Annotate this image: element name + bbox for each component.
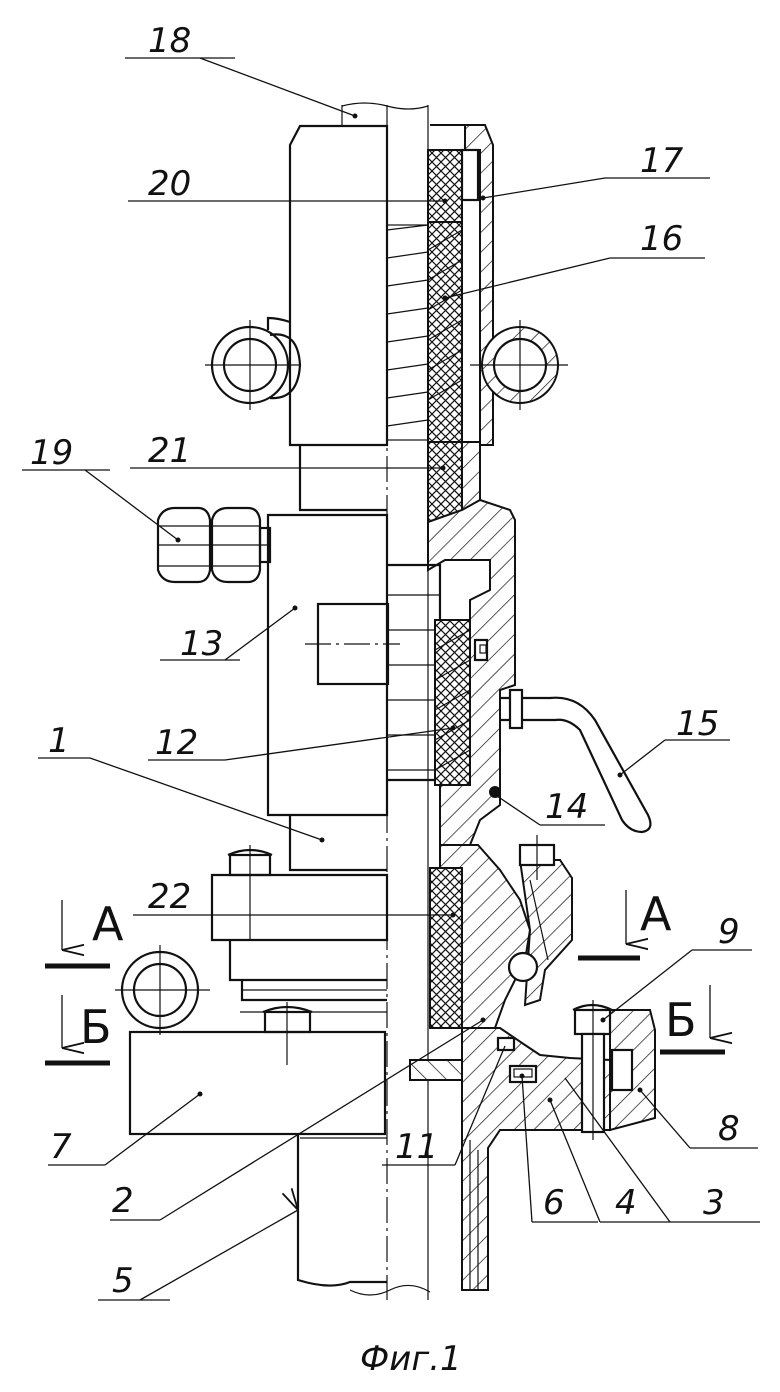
fitting-19 (156, 506, 272, 584)
rod-break-top (341, 102, 429, 110)
neck-1 (288, 815, 387, 872)
figure-caption: Фиг.1 (360, 1339, 462, 1379)
thread-lines (386, 224, 429, 441)
section-a-right-label: А (640, 887, 672, 941)
label-12: 12 (155, 723, 198, 763)
label-3: 3 (703, 1183, 725, 1223)
middle-housing (266, 498, 516, 846)
lever-15 (500, 688, 652, 834)
ring-lower (115, 945, 210, 1035)
section-a-left-label: А (92, 897, 124, 951)
packing-22 (429, 867, 463, 1029)
section-b-left: Б (45, 995, 112, 1066)
section-a-left: А (45, 897, 124, 969)
label-4: 4 (615, 1183, 637, 1223)
packing-16 (427, 221, 463, 443)
ring-right (470, 320, 568, 410)
label-8: 8 (718, 1109, 740, 1149)
clamp-7 (128, 1002, 387, 1136)
rod-break-bottom (349, 1284, 431, 1296)
base-flange (409, 1027, 611, 1291)
label-13: 13 (180, 624, 223, 664)
section-b-right-label: Б (665, 993, 697, 1047)
label-22: 22 (148, 877, 191, 917)
section-b-right: Б (660, 985, 725, 1055)
section-b-left-label: Б (80, 1000, 112, 1054)
section-a-right: А (578, 887, 672, 961)
label-18: 18 (148, 21, 191, 61)
label-17: 17 (640, 141, 684, 181)
label-14: 14 (545, 787, 588, 827)
flange-8 (572, 1000, 656, 1140)
label-1: 1 (48, 721, 70, 761)
label-2: 2 (112, 1181, 134, 1221)
pipe-5 (296, 1134, 387, 1287)
label-15: 15 (676, 704, 719, 744)
label-5: 5 (112, 1261, 134, 1301)
upper-housing (288, 124, 494, 447)
packing-21 (427, 441, 463, 523)
stem-section (298, 441, 481, 523)
packing-20 (427, 149, 463, 223)
label-9: 9 (718, 912, 740, 952)
label-11: 11 (395, 1127, 438, 1167)
label-7: 7 (50, 1127, 72, 1167)
ring-left (205, 316, 302, 410)
label-20: 20 (148, 164, 191, 204)
lower-housing (210, 835, 573, 1029)
label-19: 19 (30, 433, 73, 473)
label-6: 6 (543, 1183, 565, 1223)
label-21: 21 (148, 431, 191, 471)
label-16: 16 (640, 219, 683, 259)
packing-12 (434, 619, 471, 786)
